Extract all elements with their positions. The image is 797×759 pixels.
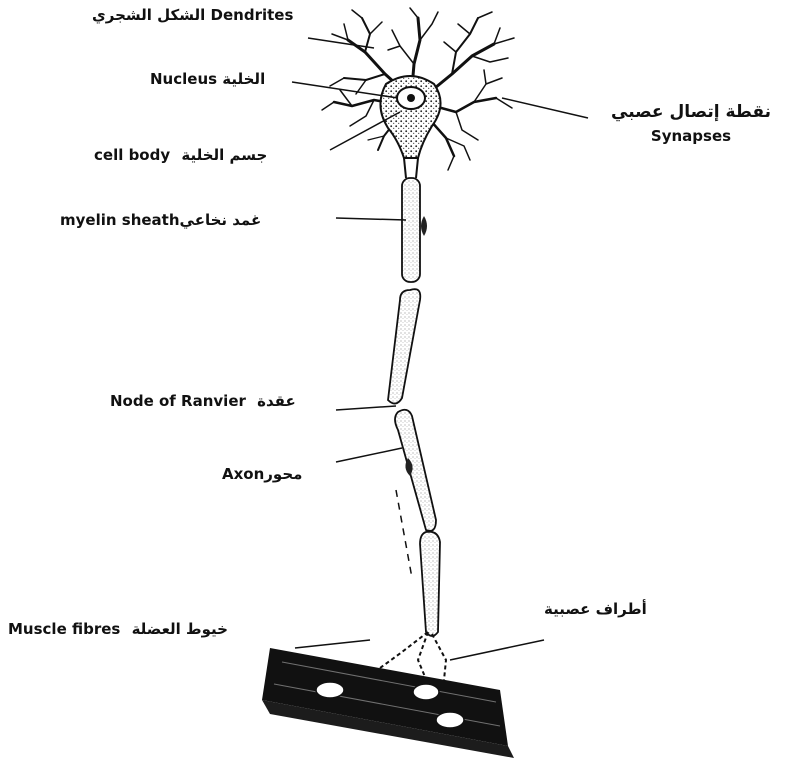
label-muscle-fibres-en: Muscle fibres — [8, 620, 120, 638]
myelin-segment — [420, 532, 440, 636]
nucleolus — [407, 94, 415, 102]
label-node-of-ranvier-en: Node of Ranvier — [110, 392, 246, 410]
leader-node — [336, 406, 396, 410]
label-axon-ar: محور — [264, 465, 302, 483]
leader-axon — [336, 448, 402, 462]
label-myelin-sheath-en: myelin sheath — [60, 211, 180, 229]
label-cell-body-ar: جسم الخلية — [181, 146, 267, 164]
label-cell-body: cell body جسم الخلية — [94, 148, 267, 163]
motor-end-plate — [413, 684, 439, 700]
leader-myelin — [336, 218, 406, 220]
dashed-outline — [396, 490, 412, 578]
label-muscle-fibres-ar: خيوط العضلة — [132, 620, 228, 638]
label-dendrites-en: Dendrites — [211, 6, 294, 24]
motor-end-plate — [316, 682, 344, 698]
myelin-segment — [388, 289, 420, 403]
label-muscle-fibres: Muscle fibres خيوط العضلة — [8, 622, 228, 637]
label-synapses-en: Synapses — [592, 129, 790, 144]
label-synapses: نقطة إتصال عصبي Synapses — [592, 104, 790, 144]
label-axon: Axonمحور — [222, 467, 302, 482]
myelin-segment — [402, 178, 420, 282]
leader-synapses — [502, 98, 588, 118]
label-cell-body-en: cell body — [94, 146, 170, 164]
label-nerve-endings-ar: أطراف عصبية — [544, 600, 647, 618]
muscle-fibres — [262, 648, 514, 758]
label-dendrites: الشكل الشجري Dendrites — [92, 8, 293, 23]
label-node-of-ranvier: Node of Ranvier عقدة — [110, 394, 296, 409]
label-myelin-sheath: myelin sheathغمد نخاعي — [60, 213, 261, 228]
label-axon-en: Axon — [222, 465, 264, 483]
label-nerve-endings: أطراف عصبية — [544, 602, 647, 617]
myelin-segment — [395, 410, 436, 531]
axon — [388, 178, 440, 636]
leader-endings — [450, 640, 544, 660]
label-nucleus: Nucleus الخلية — [150, 72, 265, 87]
leader-muscle — [295, 640, 370, 648]
motor-end-plate — [436, 712, 464, 728]
axon-hillock — [404, 158, 418, 178]
label-dendrites-ar: الشكل الشجري — [92, 6, 205, 24]
schwann-nucleus — [421, 216, 427, 236]
label-nucleus-en: Nucleus — [150, 70, 217, 88]
label-nucleus-ar: الخلية — [222, 70, 265, 88]
label-node-of-ranvier-ar: عقدة — [257, 392, 296, 410]
label-synapses-ar: نقطة إتصال عصبي — [592, 104, 790, 121]
label-myelin-sheath-ar: غمد نخاعي — [180, 211, 262, 229]
leader-dendrites — [308, 38, 374, 48]
